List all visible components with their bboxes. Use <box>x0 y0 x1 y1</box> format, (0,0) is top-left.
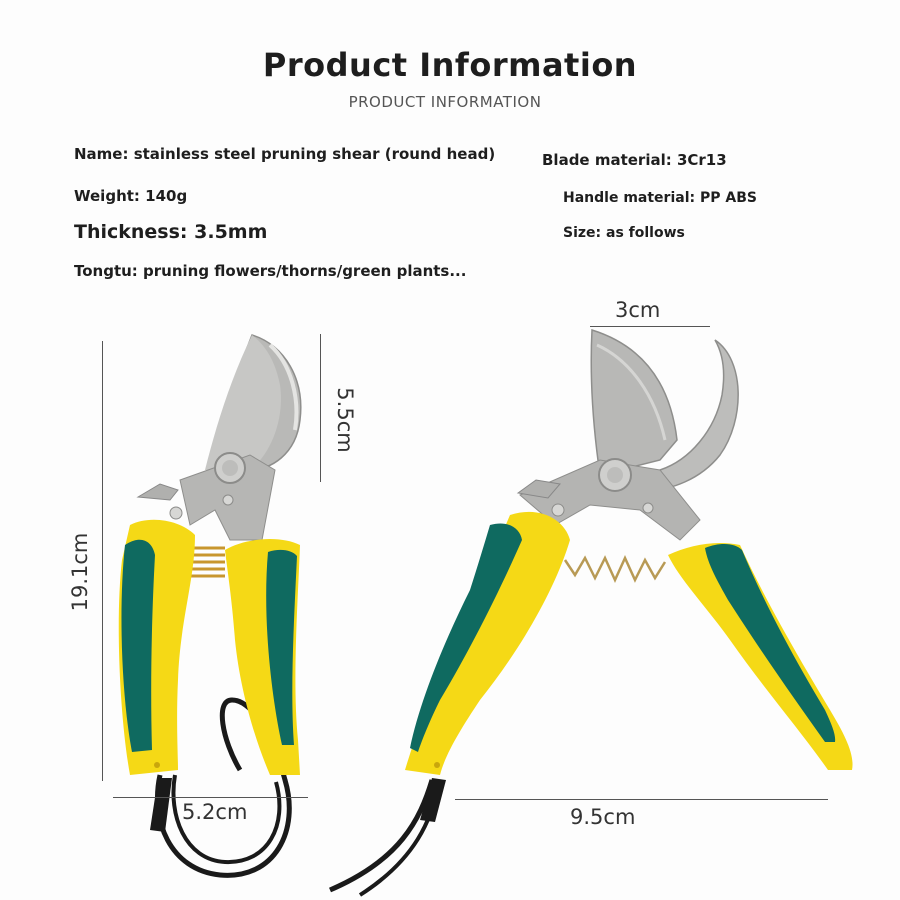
spec-blade-material: Blade material: 3Cr13 <box>542 151 727 169</box>
dimension-line-closed-width <box>113 797 308 798</box>
spec-weight: Weight: 140g <box>74 187 188 205</box>
dimension-line-blade-length <box>320 334 321 482</box>
closed-shear-image <box>118 334 302 878</box>
dimension-label-blade-length: 5.5cm <box>333 387 357 453</box>
dimension-label-total-length: 19.1cm <box>68 532 92 612</box>
spec-name: Name: stainless steel pruning shear (rou… <box>74 145 496 163</box>
spec-handle-material: Handle material: PP ABS <box>563 190 757 206</box>
dimension-line-total-length <box>102 341 103 781</box>
spec-size: Size: as follows <box>563 225 685 241</box>
dimension-label-closed-width: 5.2cm <box>182 800 248 824</box>
spec-usage: Tongtu: pruning flowers/thorns/green pla… <box>74 262 467 280</box>
dimension-line-blade-opening <box>590 326 710 327</box>
page-title: Product Information <box>262 46 638 84</box>
dimension-label-blade-opening: 3cm <box>615 298 661 322</box>
open-shear-image <box>329 328 853 897</box>
spec-thickness: Thickness: 3.5mm <box>74 221 268 243</box>
dimension-line-open-width <box>455 799 828 800</box>
page-subtitle: PRODUCT INFORMATION <box>348 93 542 111</box>
dimension-label-open-width: 9.5cm <box>570 805 636 829</box>
